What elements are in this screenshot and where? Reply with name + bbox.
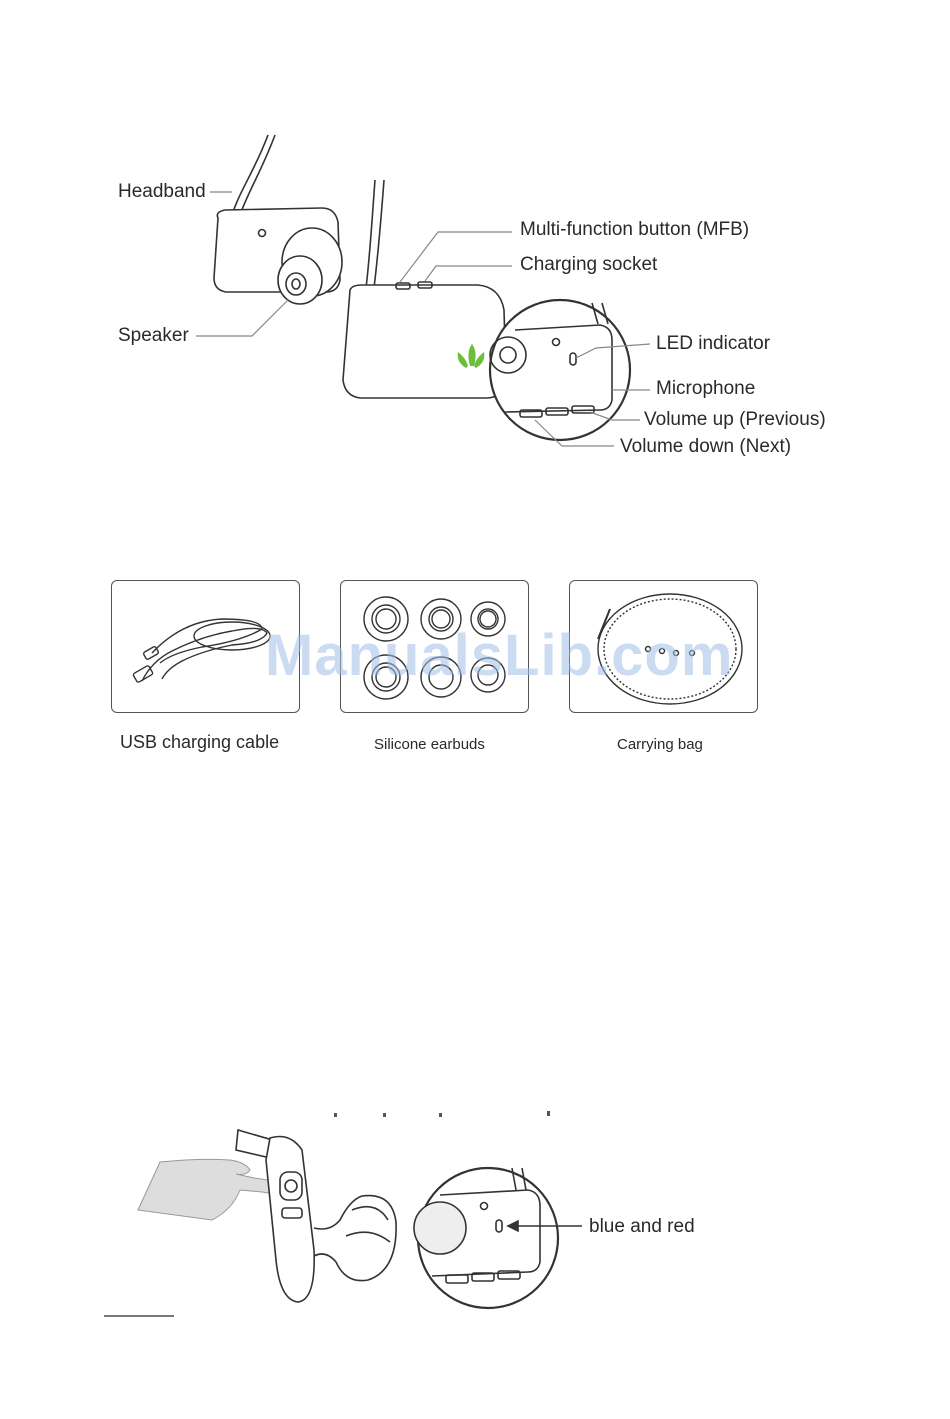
led-colors-label: blue and red [589,1216,695,1238]
